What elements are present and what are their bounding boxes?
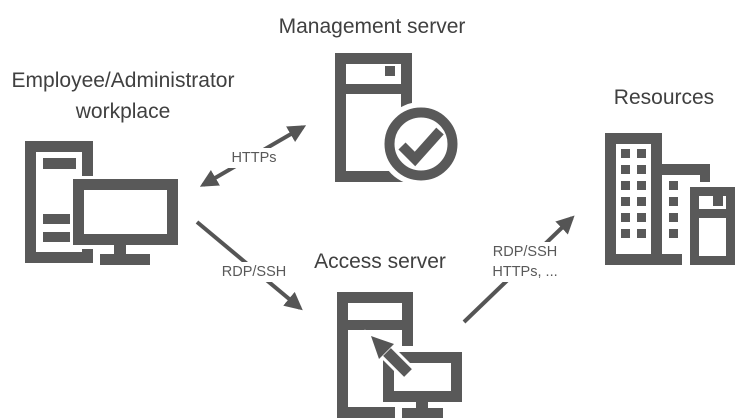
annex-base	[661, 254, 682, 265]
building-windows	[621, 149, 646, 238]
monitor-stand-base	[100, 254, 150, 265]
access-resources-label-line2: HTTPs, ...	[492, 264, 558, 280]
annex-windows	[669, 181, 678, 238]
remote-monitor-stand	[416, 402, 428, 410]
check-circle	[384, 107, 458, 181]
access-resources-label-line1: RDP/SSH	[492, 244, 558, 260]
tower-slot	[43, 158, 76, 169]
rdp-ssh-connection-label: RDP/SSH	[217, 262, 291, 282]
workplace-label-line2: workplace	[75, 100, 171, 123]
check-icon	[398, 127, 444, 167]
management-server-label: Management server	[278, 15, 466, 38]
server-band	[335, 84, 412, 94]
rack-led	[713, 196, 723, 206]
resources-label: Resources	[613, 86, 715, 109]
rack-divider	[690, 209, 735, 218]
tower-port-2	[43, 232, 74, 242]
tower-port-1	[43, 214, 74, 224]
cursor-arrow-shaft	[383, 348, 412, 377]
server-with-checkmark-icon	[335, 53, 463, 186]
workplace-label-line1: Employee/Administrator	[11, 69, 235, 92]
server-band	[337, 320, 413, 330]
server-with-remote-cursor-icon	[337, 292, 468, 419]
buildings-icon	[605, 133, 735, 265]
rack-unit	[690, 187, 735, 265]
workplace-label: Employee/Administrator workplace	[12, 65, 235, 127]
https-connection-label: HTTPs	[227, 148, 281, 168]
server-led	[385, 66, 395, 76]
desktop-workstation-icon	[25, 141, 182, 265]
annex-roof-hook	[700, 175, 710, 182]
cursor-arrow-icon	[371, 336, 394, 359]
monitor-stand	[114, 245, 126, 255]
access-resources-connection-label: RDP/SSH HTTPs, ...	[488, 242, 562, 282]
access-server-label: Access server	[314, 250, 446, 273]
monitor	[73, 179, 178, 245]
annex-roof	[661, 164, 710, 175]
remote-monitor-stand-base	[402, 408, 443, 418]
